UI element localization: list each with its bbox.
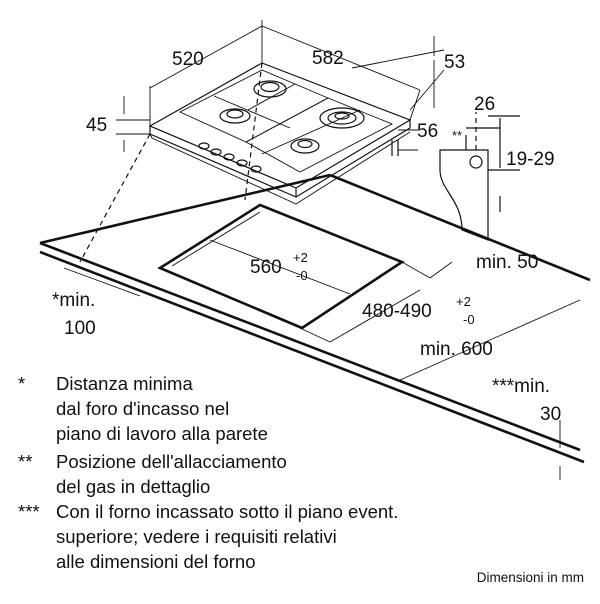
footnote-3-line-2: superiore; vedere i requisiti relativi [56,526,337,547]
footnote-3-marker: *** [18,501,40,522]
dim-min-600: min. 600 [420,339,493,360]
dim-480-tol-plus: +2 [456,294,471,309]
footnote-3-line-1: Con il forno incassato sotto il piano ev… [56,501,399,522]
dim-min-100-line1: *min. [52,290,95,311]
gas-position-marker: ** [452,128,462,143]
hob-dimension-lines [116,20,445,152]
dim-560-tol-plus: +2 [293,250,308,265]
dim-min-30-line1: ***min. [492,376,550,397]
footnote-1-line-1: Distanza minima [56,373,193,394]
gas-connection-detail [439,112,520,241]
dim-19-29: 19-29 [506,149,555,170]
dim-560: 560 [250,257,282,278]
dim-582: 582 [312,48,344,69]
footnote-1-marker: * [18,373,26,394]
dim-480-tol-minus: -0 [463,312,475,327]
dimension-labels: 520 582 53 45 56 26 ** 19-29 560 +2 -0 4… [52,48,561,425]
units-caption: Dimensioni in mm [476,570,584,585]
footnote-2-marker: ** [18,451,33,472]
cutout-dimension-lines [63,239,581,480]
dim-56: 56 [417,121,438,142]
dim-min-30-line2: 30 [540,404,561,425]
hob-drawing [148,62,412,205]
footnote-2-line-1: Posizione dell'allacciamento [56,451,287,472]
dim-560-tol-minus: -0 [296,268,308,283]
dim-45: 45 [86,115,107,136]
footnote-1-line-3: piano di lavoro alla parete [56,423,268,444]
dim-520: 520 [172,49,204,70]
dim-min-100-line2: 100 [64,318,96,339]
footnote-1-line-2: dal foro d'incasso nel [56,398,230,419]
dim-53: 53 [444,52,465,73]
dim-480-490: 480-490 [362,301,432,322]
dim-min-50: min. 50 [476,252,538,273]
dim-26: 26 [474,94,495,115]
footnote-2-line-2: del gas in dettaglio [56,476,211,497]
footnote-3-line-3: alle dimensioni del forno [56,551,256,572]
